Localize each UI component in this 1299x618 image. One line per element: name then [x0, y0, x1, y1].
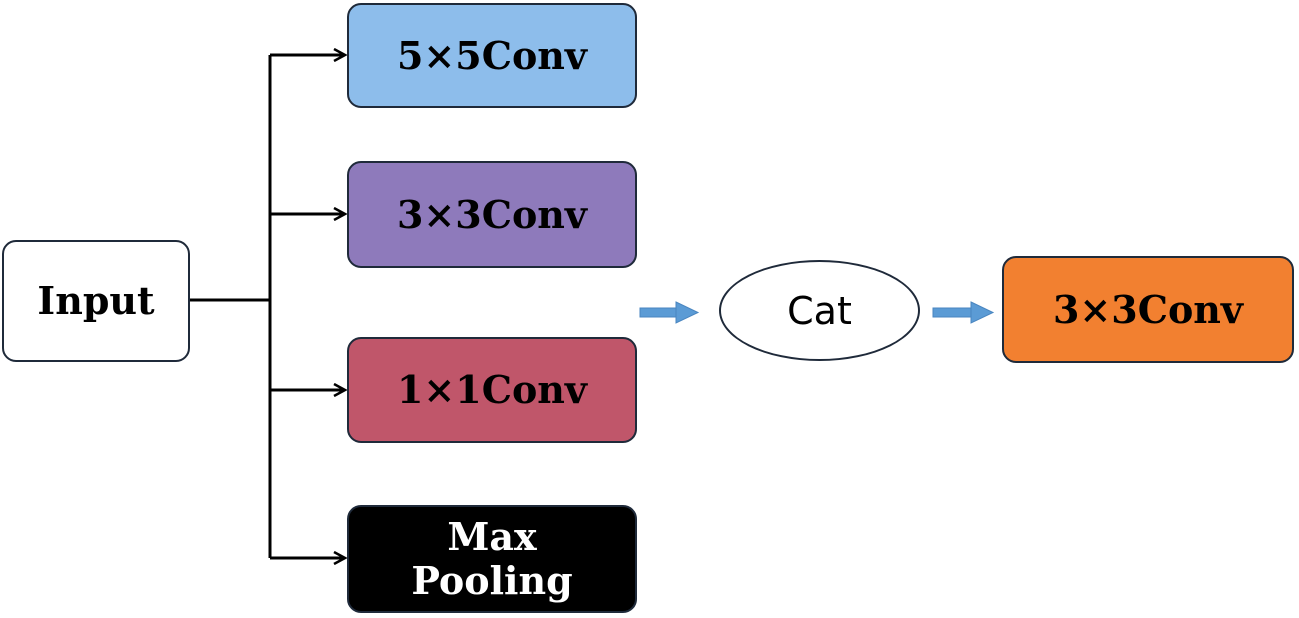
input-label: Input: [37, 278, 155, 324]
conv-5x5-label: 5×5Conv: [396, 32, 588, 78]
output-conv-3x3-box: 3×3Conv: [1002, 256, 1294, 363]
conv-3x3-label: 3×3Conv: [396, 191, 588, 237]
max-pooling-label-line1: Max: [447, 514, 537, 560]
conv-1x1-label: 1×1Conv: [396, 367, 588, 413]
conv-1x1-box: 1×1Conv: [347, 337, 637, 443]
flow-arrow-to-output: [932, 301, 995, 324]
cat-node: Cat: [719, 260, 920, 361]
max-pooling-box: Max Pooling: [347, 505, 637, 613]
flow-arrow-to-cat: [639, 301, 700, 324]
conv-5x5-box: 5×5Conv: [347, 3, 637, 108]
max-pooling-label-line2: Pooling: [411, 558, 573, 603]
input-box: Input: [2, 240, 190, 362]
output-conv-3x3-label: 3×3Conv: [1052, 286, 1244, 332]
cat-label: Cat: [787, 288, 852, 333]
conv-3x3-box: 3×3Conv: [347, 161, 637, 268]
